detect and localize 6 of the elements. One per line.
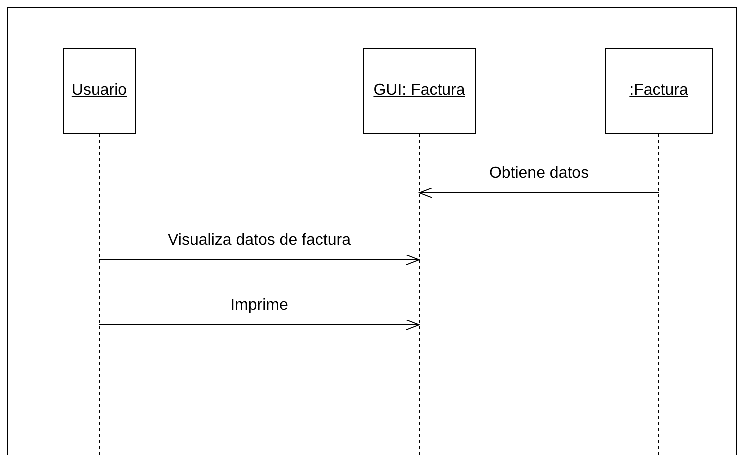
message-arrow <box>99 254 420 266</box>
object-name: GUI: Factura <box>374 82 466 100</box>
message-arrow <box>419 188 660 198</box>
object-name: :Factura <box>630 82 688 100</box>
object-name: Usuario <box>72 82 128 100</box>
message-arrow <box>99 320 420 330</box>
